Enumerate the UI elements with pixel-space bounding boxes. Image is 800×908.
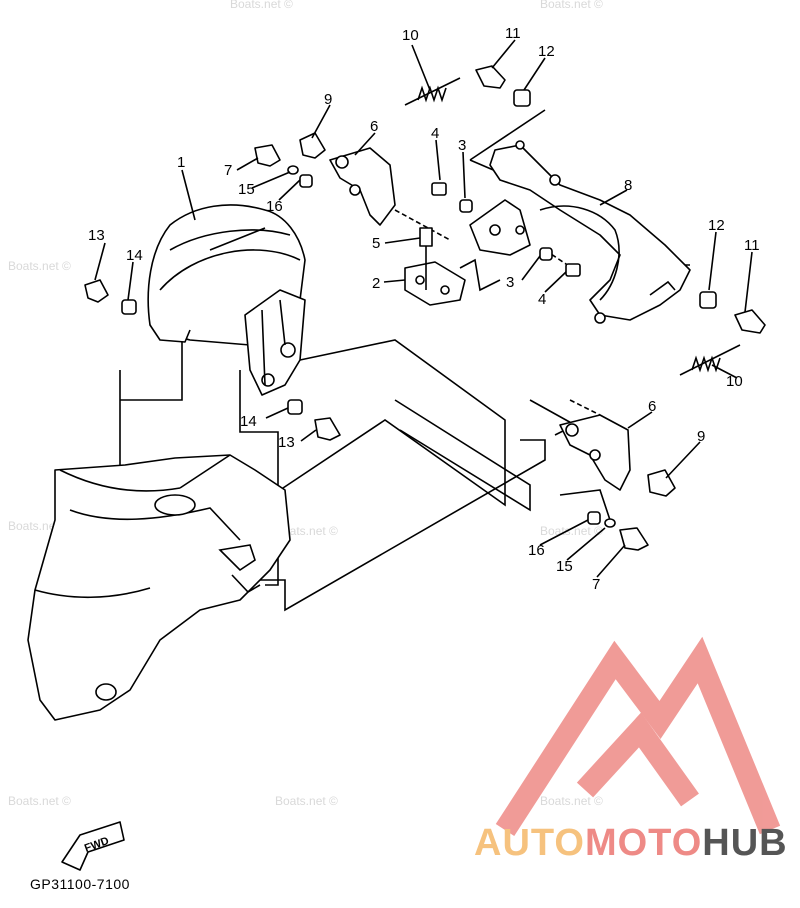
- watermark: Boats.net ©: [275, 794, 338, 808]
- callout-9: 9: [324, 91, 332, 108]
- callout-14: 14: [240, 413, 257, 430]
- watermark: Boats.net ©: [540, 0, 603, 11]
- bracket-assembly: [244, 289, 306, 396]
- washer-part-15-upper: [287, 165, 299, 175]
- callout-12: 12: [708, 217, 725, 234]
- watermark: Boats.net ©: [540, 524, 603, 538]
- collar-part-3-lower: [539, 247, 553, 261]
- callout-7: 7: [224, 162, 232, 179]
- callout-10: 10: [726, 373, 743, 390]
- spring-part-10-upper: [404, 77, 461, 106]
- bolt-part-7-upper: [254, 144, 281, 167]
- watermarks: Boats.net © Boats.net © Boats.net © Boat…: [8, 0, 603, 808]
- callout-5: 5: [372, 235, 380, 252]
- callout-2: 2: [372, 275, 380, 292]
- diagram-code: GP31100-7100: [30, 876, 130, 892]
- collar-part-14-lower: [287, 399, 303, 415]
- collar-part-16-lower: [587, 511, 601, 525]
- callout-14: 14: [126, 247, 143, 264]
- collar-part-16-upper: [299, 174, 313, 188]
- bolt-part-5: [419, 227, 433, 290]
- callout-9: 9: [697, 428, 705, 445]
- plate-part-2: [404, 261, 466, 306]
- callout-16: 16: [266, 198, 283, 215]
- callout-8: 8: [624, 177, 632, 194]
- bolt-part-13-lower: [314, 417, 341, 441]
- callout-leaders: [94, 39, 753, 578]
- bolt-part-13-upper: [84, 279, 109, 303]
- collar-part-12-upper: [513, 89, 531, 107]
- bracket-part-3: [469, 199, 531, 256]
- callout-15: 15: [556, 558, 573, 575]
- callout-7: 7: [592, 576, 600, 593]
- assembly-lines: [119, 109, 690, 612]
- watermark: Boats.net ©: [8, 259, 71, 273]
- callout-1: 1: [177, 154, 185, 171]
- callout-6: 6: [370, 118, 378, 135]
- callout-11: 11: [744, 237, 760, 254]
- callout-15: 15: [238, 181, 255, 198]
- callout-10: 10: [402, 27, 419, 44]
- watermark: Boats.net ©: [230, 0, 293, 11]
- watermark: Boats.net ©: [275, 524, 338, 538]
- callout-13: 13: [88, 227, 105, 244]
- collar-part-14-upper: [121, 299, 137, 315]
- nut-part-4-lower: [565, 263, 581, 277]
- fwd-arrow-icon: FWD: [61, 821, 125, 871]
- bolt-part-11-lower: [734, 309, 766, 334]
- callout-4: 4: [538, 291, 546, 308]
- washer-part-15-lower: [604, 518, 616, 528]
- brand-part-hub: HUB: [702, 822, 788, 864]
- bolt-part-9-upper: [299, 132, 326, 159]
- engine-housing: [27, 454, 291, 721]
- brand-part-auto: AUTO: [474, 822, 585, 864]
- callout-3: 3: [458, 137, 466, 154]
- nut-part-4-upper: [431, 182, 447, 196]
- callout-12: 12: [538, 43, 555, 60]
- collar-part-12-lower: [699, 291, 717, 309]
- collar-part-3-upper: [459, 199, 473, 213]
- stay-part-6-upper: [329, 147, 396, 226]
- callout-labels: 10 11 12 9 6 4 3 8 1 7 15 16 5 2 3 4 13 …: [88, 25, 760, 593]
- callout-3: 3: [506, 274, 514, 291]
- spring-part-10-lower: [679, 344, 741, 376]
- brand-logo-icon: [495, 636, 781, 836]
- watermark: Boats.net ©: [8, 794, 71, 808]
- bolt-part-11-upper: [475, 65, 506, 89]
- watermark: Boats.net ©: [540, 794, 603, 808]
- brand-wordmark: AUTOMOTOHUB: [474, 822, 788, 865]
- stay-part-6-lower: [559, 414, 631, 491]
- callout-6: 6: [648, 398, 656, 415]
- callout-4: 4: [431, 125, 439, 142]
- callout-13: 13: [278, 434, 295, 451]
- brand-part-moto: MOTO: [584, 822, 703, 864]
- callout-16: 16: [528, 542, 545, 559]
- callout-11: 11: [505, 25, 521, 42]
